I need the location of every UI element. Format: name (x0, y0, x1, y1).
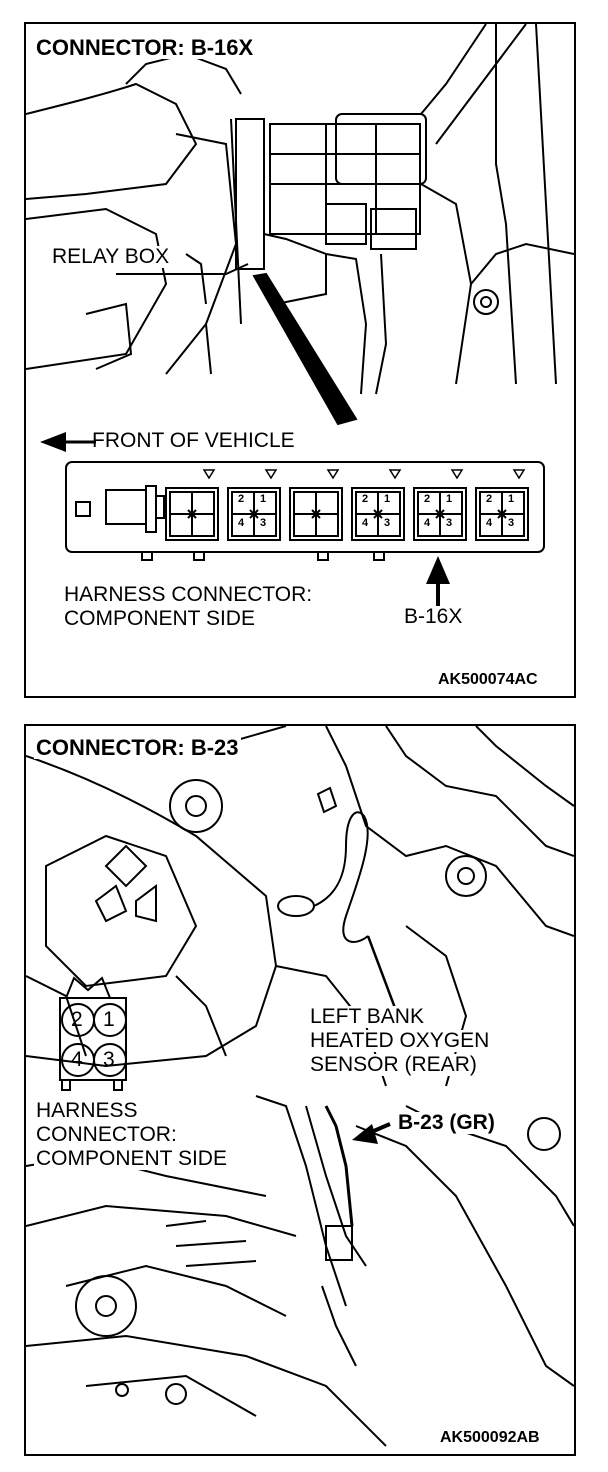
pin-2-label: 2 (71, 1008, 83, 1031)
socket-pin-number: 4 (486, 517, 493, 529)
socket-pin-number: 3 (446, 517, 453, 529)
socket-pin-number: 1 (508, 493, 515, 505)
socket-4pin (413, 487, 467, 541)
relay-box-illustration (26, 24, 574, 606)
figure-code: AK500074AC (438, 671, 538, 688)
harness-label-line1: HARNESS (34, 1099, 140, 1123)
socket-4pin (351, 487, 405, 541)
pin-3-label: 3 (103, 1048, 115, 1071)
socket-pin-number: 2 (424, 493, 431, 505)
pin-4-label: 4 (71, 1048, 83, 1071)
connector-b23-label: B-23 (GR) (396, 1111, 497, 1135)
socket-blank (165, 487, 219, 541)
socket-pin-number: 1 (260, 493, 267, 505)
socket-pin-number: 1 (446, 493, 453, 505)
socket-pin-number: 4 (238, 517, 245, 529)
harness-connector-label-line1: HARNESS CONNECTOR: (64, 583, 313, 606)
harness-connector-label-line2: COMPONENT SIDE (64, 607, 255, 630)
sensor-label-line3: SENSOR (REAR) (308, 1053, 479, 1077)
socket-pin-number: 2 (486, 493, 493, 505)
socket-pin-number: 2 (362, 493, 369, 505)
engine-illustration (26, 726, 574, 1447)
connector-b16x-panel: CONNECTOR: B-16X RELAY BOX FRONT OF VEHI… (24, 22, 576, 698)
socket-pin-number: 3 (508, 517, 515, 529)
harness-label-line2: CONNECTOR: (34, 1123, 179, 1147)
connector-b23-panel: CONNECTOR: B-23 LEFT BANK HEATED OXYGEN … (24, 724, 576, 1456)
socket-4pin (227, 487, 281, 541)
socket-pin-number: 2 (238, 493, 245, 505)
socket-pin-number: 4 (424, 517, 431, 529)
socket-pin-number: 3 (384, 517, 391, 529)
sensor-label-line1: LEFT BANK (308, 1005, 426, 1029)
socket-4pin (475, 487, 529, 541)
panel-title: CONNECTOR: B-16X (34, 35, 256, 60)
figure-code: AK500092AB (440, 1429, 540, 1446)
sensor-label-line2: HEATED OXYGEN (308, 1029, 492, 1053)
relay-box-label: RELAY BOX (50, 245, 172, 269)
front-of-vehicle-label: FRONT OF VEHICLE (92, 429, 295, 452)
socket-blank (289, 487, 343, 541)
panel-title: CONNECTOR: B-23 (34, 735, 241, 760)
socket-pin-number: 3 (260, 517, 267, 529)
pin-1-label: 1 (103, 1008, 115, 1031)
socket-pin-number: 4 (362, 517, 369, 529)
socket-pin-number: 1 (384, 493, 391, 505)
connector-b16x-label: B-16X (404, 605, 463, 628)
harness-label-line3: COMPONENT SIDE (34, 1147, 229, 1171)
